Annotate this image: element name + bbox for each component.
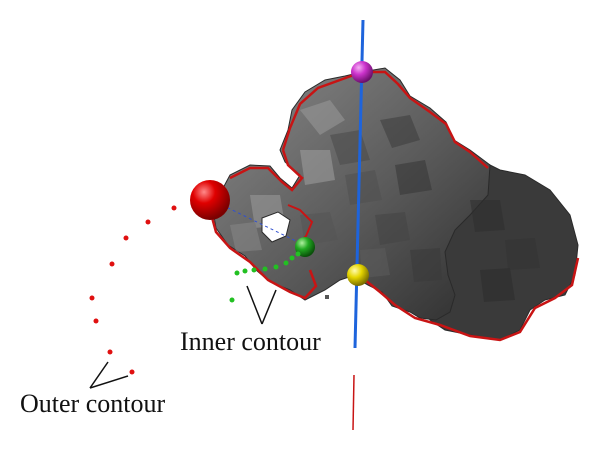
mesh-speck [325, 295, 329, 299]
red-contour-left [229, 149, 304, 192]
red-contour-top [281, 70, 489, 169]
red-contour-bottom [364, 257, 580, 342]
yellow-sphere [347, 264, 369, 286]
mesh-facets [230, 100, 540, 302]
red-contour-left-lower [208, 209, 318, 300]
inner-contour-points [229, 251, 301, 303]
inner-contour-label: Inner contour [180, 327, 321, 356]
dashed-connector [221, 204, 301, 244]
magenta-sphere [351, 61, 373, 83]
inner-contour-leaders [246, 285, 277, 325]
outer-contour-label: Outer contour [20, 389, 165, 418]
large-red-sphere [190, 180, 230, 220]
green-sphere [295, 237, 315, 257]
red-axis-extension [352, 374, 355, 431]
outer-contour-points [89, 205, 177, 375]
outer-contour-leaders [89, 361, 129, 389]
